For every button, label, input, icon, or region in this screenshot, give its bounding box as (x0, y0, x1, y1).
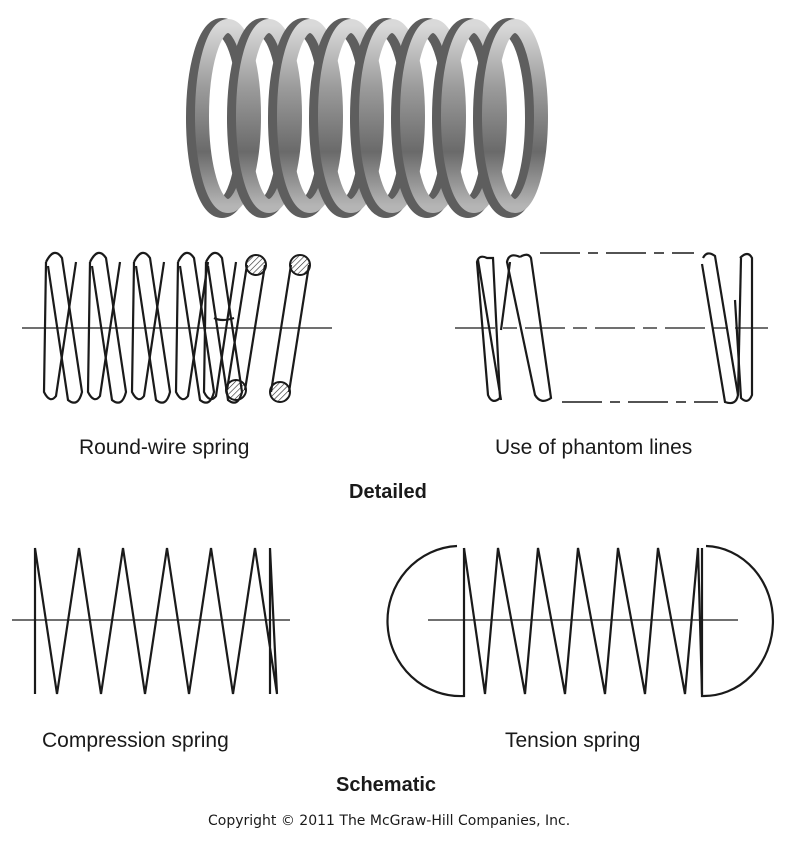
copyright-notice: Copyright © 2011 The McGraw-Hill Compani… (208, 813, 571, 829)
round-wire-loop (133, 251, 172, 404)
schematic-heading: Schematic (336, 774, 437, 796)
tension-right-hook (700, 544, 775, 698)
round-wire-caption: Round-wire spring (79, 436, 250, 459)
wire-cross-section (289, 254, 311, 276)
wire-cross-section (269, 381, 291, 403)
phantom-coil-left-2 (476, 259, 503, 401)
phantom-coil-right-2 (733, 252, 754, 402)
tension-caption: Tension spring (505, 729, 641, 752)
wire-cross-section (245, 254, 267, 276)
tension-zigzag (462, 547, 704, 695)
tension-left-hook (386, 544, 466, 698)
phantom-coil-left-3 (505, 253, 553, 402)
section-wire-edge (287, 264, 311, 393)
coil-3d-front (441, 19, 507, 213)
round-wire-diagonal (174, 261, 210, 401)
round-wire-loop (177, 251, 216, 404)
coil-3d-front (400, 19, 466, 213)
coil-3d-front (359, 19, 425, 213)
round-wire-loop (45, 251, 84, 404)
coil-3d-front (482, 19, 548, 213)
coil-3d-front (318, 19, 384, 213)
compression-spring-drawing (12, 547, 290, 695)
tension-spring-drawing (386, 544, 775, 698)
round-wire-diagonal (86, 261, 122, 401)
coil-3d-front (236, 19, 302, 213)
coil-3d-front (195, 19, 261, 213)
section-wire-edge (225, 264, 249, 391)
detailed-heading: Detailed (349, 481, 427, 503)
section-wire-edge (269, 264, 293, 393)
coil-3d-front (277, 19, 343, 213)
phantom-coil-left-1 (475, 255, 502, 402)
round-wire-loop (89, 251, 128, 404)
round-wire-diagonal (42, 261, 78, 401)
wire-cross-section (225, 379, 247, 401)
spring-3d-illustration (186, 18, 548, 218)
compression-caption: Compression spring (42, 729, 229, 752)
section-wire-edge (243, 264, 267, 391)
round-wire-diagonal (202, 261, 238, 401)
compression-zigzag (33, 547, 279, 695)
round-wire-diagonal (130, 261, 166, 401)
phantom-coil-left-4 (499, 261, 512, 331)
wire-break (213, 316, 235, 322)
phantom-coil-right-3 (736, 257, 743, 396)
phantom-lines-spring-drawing (455, 252, 768, 405)
round-wire-spring-drawing (22, 251, 332, 404)
phantom-caption: Use of phantom lines (495, 436, 693, 459)
